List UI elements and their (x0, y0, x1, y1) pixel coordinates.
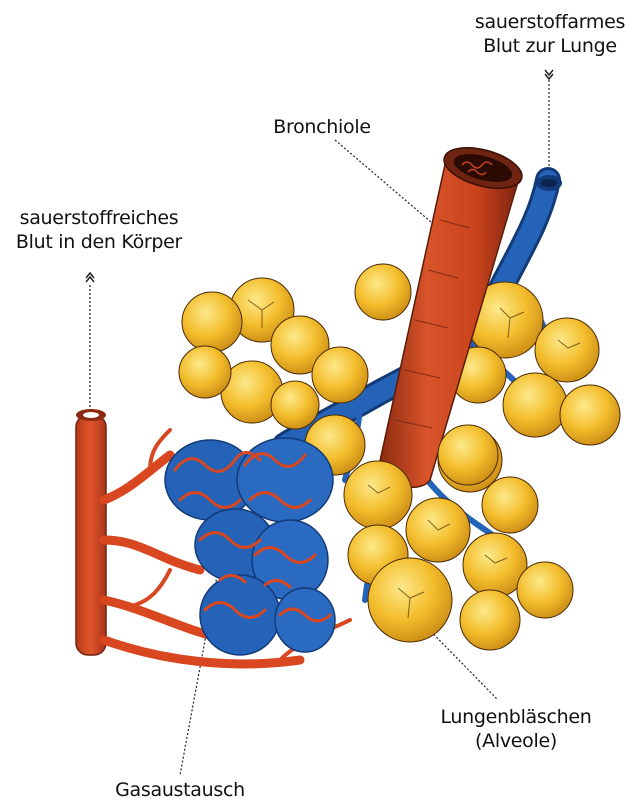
leader-bronchiole (335, 140, 438, 228)
label-alveoli: Lungenbläschen (Alveole) (426, 705, 606, 753)
label-deoxygenated-blood: sauerstoffarmes Blut zur Lunge (470, 10, 630, 58)
label-deoxygenated-line1: sauerstoffarmes (470, 10, 630, 34)
label-alveoli-line2: (Alveole) (426, 729, 606, 753)
alveoli-cluster-lower (344, 425, 573, 650)
label-oxygenated-line2: Blut in den Körper (4, 230, 194, 254)
label-oxygenated-blood: sauerstoffreiches Blut in den Körper (4, 206, 194, 254)
label-bronchiole: Bronchiole (262, 115, 382, 139)
label-oxygenated-line1: sauerstoffreiches (4, 206, 194, 230)
label-alveoli-line1: Lungenbläschen (426, 705, 606, 729)
arrow-down-icon (545, 70, 553, 79)
label-gas-exchange-text: Gasaustausch (100, 778, 260, 802)
label-bronchiole-text: Bronchiole (262, 115, 382, 139)
label-deoxygenated-line2: Blut zur Lunge (470, 34, 630, 58)
label-gas-exchange: Gasaustausch (100, 778, 260, 802)
capillary-network (165, 438, 335, 655)
arrow-up-icon (86, 273, 94, 282)
